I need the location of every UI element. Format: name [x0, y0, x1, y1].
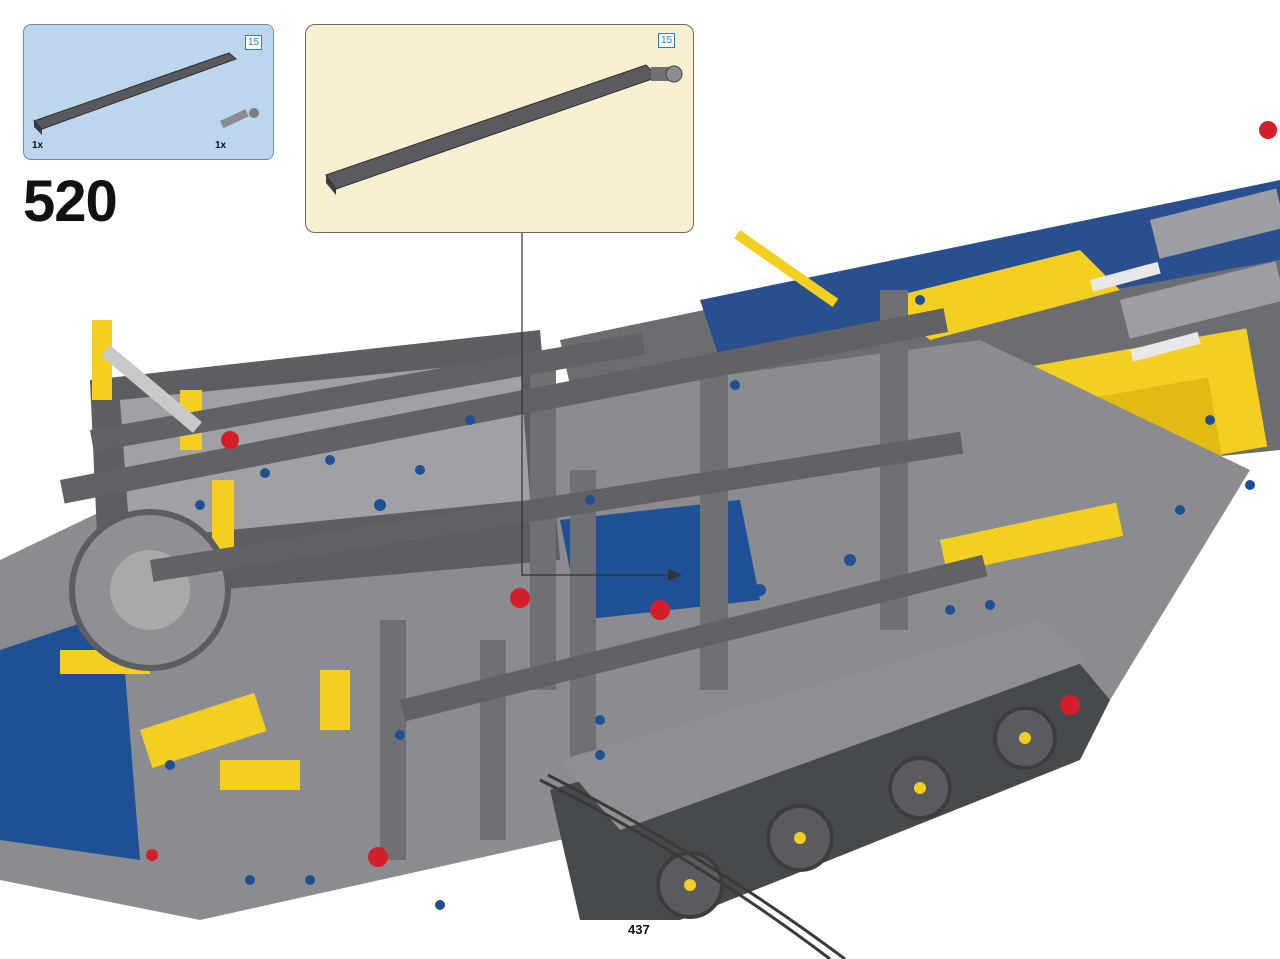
- beam-15-part: [33, 52, 237, 135]
- beam-quantity: 1x: [32, 140, 44, 151]
- parts-list-illustration: [33, 52, 259, 135]
- callout-length-badge: 15: [658, 33, 676, 48]
- callout-beam: [325, 64, 659, 195]
- pin-quantity: 1x: [215, 140, 227, 151]
- page-number: 437: [628, 922, 650, 937]
- callout-pin: [651, 65, 683, 83]
- parts-list-box: 15 1x 1x: [23, 24, 274, 160]
- axle-pin-part: [220, 108, 259, 129]
- step-number: 520: [23, 169, 118, 234]
- callout-box: 15: [305, 24, 694, 233]
- beam-length-badge: 15: [245, 35, 263, 50]
- callout-illustration: [325, 64, 683, 195]
